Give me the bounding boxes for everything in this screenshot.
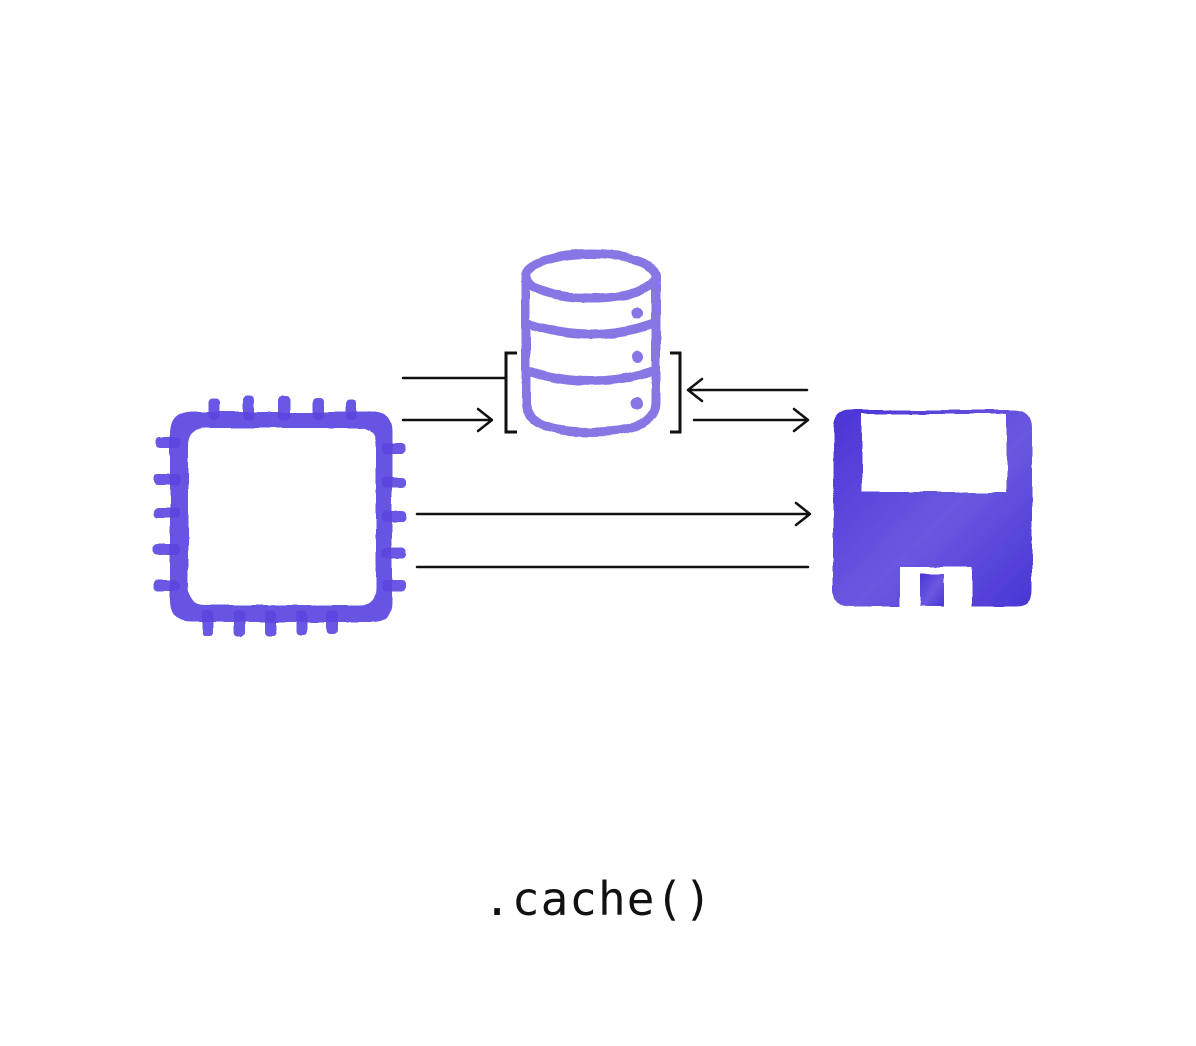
arrows — [401, 376, 812, 569]
cpu-to-disk-arrow — [415, 501, 812, 527]
caption-text: .cache() — [483, 872, 713, 926]
floppy-disk-icon — [833, 410, 1032, 606]
cpu-chip-icon — [154, 396, 406, 636]
cpu-to-cache-arrow — [401, 407, 494, 433]
disk-to-cache-arrow — [686, 377, 809, 403]
cache-brackets — [504, 351, 682, 434]
database-cylinder-icon — [521, 249, 661, 437]
cache-to-disk-arrow — [692, 407, 810, 433]
